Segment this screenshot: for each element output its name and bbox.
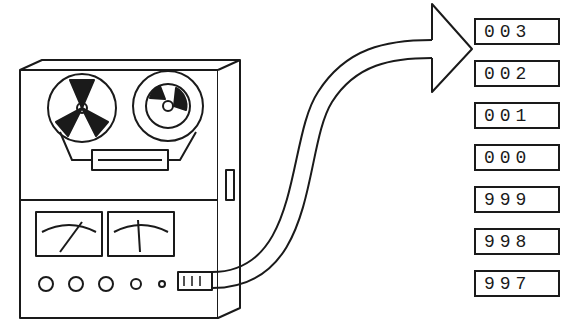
counter-reading: 000: [484, 148, 531, 168]
side-vent: [226, 170, 234, 200]
recorder-top: [20, 60, 240, 70]
counter-reading: 002: [484, 64, 531, 84]
counter-box: 002: [474, 60, 560, 87]
counter-digits: [184, 276, 200, 286]
counter-box: 999: [474, 186, 560, 213]
counter-box: 000: [474, 144, 560, 171]
counter-box: 001: [474, 102, 560, 129]
counter-reading: 003: [484, 22, 531, 42]
tape-head: [92, 150, 168, 170]
counter-box: 998: [474, 228, 560, 255]
panel-line: [20, 199, 218, 201]
level-meter: [108, 212, 174, 256]
recorder-body: [20, 70, 218, 318]
level-meter: [36, 212, 102, 256]
counter-reading: 997: [484, 274, 531, 294]
knob: [39, 277, 165, 291]
counter-reading: 001: [484, 106, 531, 126]
left-reel: [48, 74, 116, 142]
head-line: [98, 159, 162, 161]
counter-reading: 999: [484, 190, 531, 210]
right-reel: [133, 71, 203, 141]
counter-box: 997: [474, 270, 560, 297]
tape-counter: [178, 272, 212, 290]
recorder-side: [218, 60, 240, 318]
curved-arrow: [212, 4, 472, 288]
counter-reading: 998: [484, 232, 531, 252]
counter-box: 003: [474, 18, 560, 45]
